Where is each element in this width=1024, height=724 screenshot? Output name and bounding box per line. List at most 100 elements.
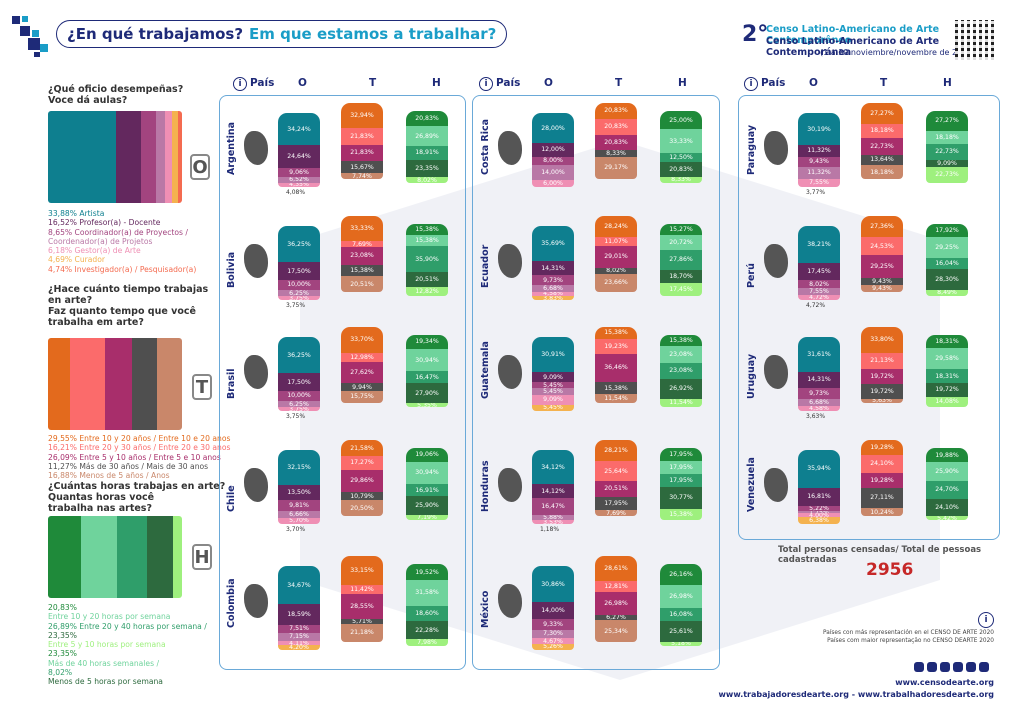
bar-segment: 11,42%	[341, 584, 383, 595]
bar-segment: 9,09%	[532, 371, 574, 383]
census-number: 2°	[742, 22, 769, 47]
bar-segment: 6,52%	[278, 176, 320, 183]
bar-segment: 4,67%	[532, 638, 574, 644]
country-map-icon	[244, 355, 268, 389]
bar-segment: 4,35%	[278, 182, 320, 187]
bar-segment: 18,59%	[278, 604, 320, 625]
country-name: Perú	[746, 263, 757, 288]
site-link-1[interactable]: www.censodearte.org	[895, 678, 994, 687]
column-header-t: T	[615, 77, 623, 89]
bar-segment: 38,21%	[798, 226, 840, 264]
bar-segment: 9,09%	[532, 394, 574, 405]
bar-segment: 22,73%	[861, 137, 903, 155]
bar-segment: 21,83%	[341, 128, 383, 145]
bar-segment: 4,72%	[798, 295, 840, 300]
bar-segment: 28,61%	[595, 556, 637, 581]
stacked-bar-o: 34,24%24,64%9,06%6,52%4,35%	[278, 113, 320, 187]
info-icon[interactable]: i	[744, 77, 758, 91]
stacked-bar-o: 35,69%14,31%9,73%6,68%4,58%3,83%	[532, 226, 574, 300]
letter-t-icon: T	[192, 374, 212, 400]
bar-segment: 32,15%	[278, 450, 320, 486]
bar-segment: 20,83%	[595, 118, 637, 135]
bar-segment: 23,66%	[595, 274, 637, 292]
bar-segment: 19,72%	[861, 383, 903, 399]
bar-segment: 28,55%	[341, 594, 383, 619]
bar-segment: 21,13%	[861, 352, 903, 369]
overall-h-bar	[48, 516, 182, 598]
bar-segment: 35,90%	[406, 246, 448, 272]
bar-segment: 15,75%	[341, 391, 383, 403]
bar-segment: 35,94%	[798, 450, 840, 488]
bar-segment: 16,08%	[660, 607, 702, 621]
bar-segment: 5,45%	[532, 382, 574, 389]
o-below-value: 4,72%	[806, 302, 826, 309]
bar-segment: 24,70%	[926, 480, 968, 499]
stacked-bar-h: 27,27%18,18%22,73%9,09%22,73%	[926, 111, 968, 183]
bar-segment: 7,69%	[341, 241, 383, 248]
bar-segment: 11,54%	[660, 398, 702, 407]
bar-segment: 1,75%	[798, 511, 840, 514]
footer-info-pt: Países com maior representação no CENSO …	[827, 638, 994, 644]
bar-segment: 7,15%	[278, 632, 320, 641]
o-below-value: 4,08%	[286, 189, 306, 196]
bar-segment: 20,51%	[406, 271, 448, 287]
census-logo	[12, 16, 48, 57]
country-name: Uruguay	[746, 353, 757, 399]
bar-segment: 26,16%	[660, 564, 702, 586]
site-link-2[interactable]: www.trabajadoresdearte.org - www.trabalh…	[718, 690, 994, 699]
stacked-bar-h: 19,34%30,94%16,47%27,90%5,35%	[406, 335, 448, 407]
stacked-bar-h: 20,83%26,89%18,91%23,35%8,02%	[406, 111, 448, 183]
bar-segment: 7,55%	[798, 288, 840, 296]
stacked-bar-h: 15,27%20,72%27,86%18,70%17,45%	[660, 224, 702, 296]
stacked-bar-t: 33,15%11,42%28,55%5,71%21,18%	[341, 556, 383, 642]
column-header-o: O	[809, 77, 818, 89]
bar-segment: 12,98%	[341, 352, 383, 363]
country-name: Argentina	[226, 121, 237, 175]
qr-code[interactable]	[955, 20, 995, 60]
bar-segment: 3,75%	[278, 407, 320, 411]
bar-segment: 7,19%	[406, 514, 448, 520]
bar-segment: 17,95%	[660, 460, 702, 474]
bar-segment: 30,86%	[532, 566, 574, 603]
bar-segment: 4,20%	[278, 645, 320, 650]
legend-item: 16,52% Profesor(a) - Docente	[48, 218, 161, 228]
info-icon[interactable]: i	[233, 77, 247, 91]
bar-segment: 27,86%	[660, 249, 702, 270]
bar-segment: 13,50%	[278, 485, 320, 500]
bar-segment: 19,72%	[861, 368, 903, 384]
bar-segment: 20,83%	[595, 134, 637, 151]
question-h-pt-b: trabalha nas artes?	[48, 503, 152, 514]
social-icons[interactable]	[914, 662, 989, 672]
bar-segment: 7,69%	[595, 510, 637, 516]
bar-segment: 36,46%	[595, 353, 637, 383]
o-below-value: 3,77%	[806, 189, 826, 196]
stacked-bar-h: 15,38%15,38%35,90%20,51%12,82%	[406, 224, 448, 296]
country-map-icon	[764, 355, 788, 389]
bar-segment: 18,18%	[861, 165, 903, 179]
legend-item: Más de 40 horas semanales /	[48, 658, 160, 668]
total-value: 2956	[866, 560, 914, 580]
bar-segment: 19,52%	[406, 564, 448, 580]
bar-segment: 8,49%	[926, 289, 968, 296]
country-map-icon	[498, 131, 522, 165]
bar-segment: 5,45%	[532, 388, 574, 395]
stacked-bar-t: 33,33%7,69%23,08%15,38%20,51%	[341, 216, 383, 292]
panel-2	[472, 95, 720, 670]
bar-segment: 25,90%	[406, 496, 448, 515]
info-icon[interactable]: i	[479, 77, 493, 91]
bar-segment: 17,92%	[926, 224, 968, 237]
bar-segment: 26,89%	[406, 126, 448, 147]
legend-item: 26,09% Entre 5 y 10 años / Entre 5 e 10 …	[48, 452, 221, 462]
stacked-bar-o: 38,21%17,45%8,02%7,55%4,72%	[798, 226, 840, 300]
column-header-pais: País	[761, 77, 786, 89]
bar-segment: 5,45%	[532, 404, 574, 411]
legend-item: 6,18% Gestor(a) de Arte	[48, 246, 141, 256]
country-name: Colombia	[226, 578, 237, 628]
bar-segment: 8,33%	[660, 176, 702, 183]
bar-segment: 31,58%	[406, 580, 448, 606]
bar-segment: 29,17%	[595, 156, 637, 179]
question-t-pt: Faz quanto tempo que você	[48, 306, 196, 317]
info-icon[interactable]: i	[978, 612, 994, 628]
bar-segment: 6,00%	[532, 180, 574, 187]
bar-segment: 30,94%	[406, 461, 448, 484]
